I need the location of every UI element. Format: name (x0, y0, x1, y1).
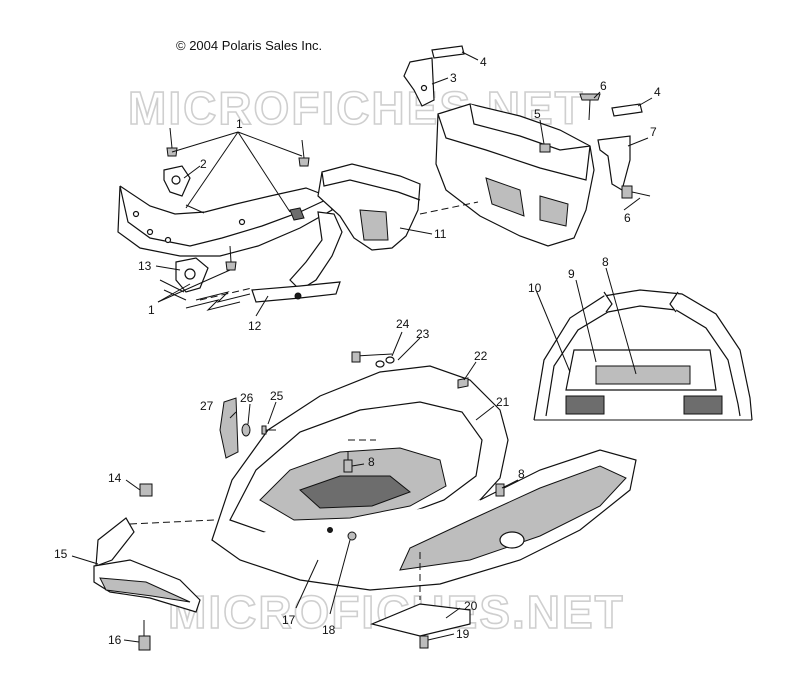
callout-12: 12 (248, 319, 262, 333)
callout-21: 21 (496, 395, 510, 409)
copyright-notice: © 2004 Polaris Sales Inc. (176, 38, 323, 53)
front-frame-assembly (117, 127, 343, 303)
callout-10: 10 (528, 281, 542, 295)
callout-27: 27 (200, 399, 214, 413)
belly-pan-assembly (93, 351, 637, 651)
callout-6-bottom: 6 (624, 211, 631, 225)
callout-9: 9 (568, 267, 575, 281)
callout-8-right: 8 (518, 467, 525, 481)
callout-8-inset: 8 (602, 255, 609, 269)
callout-16: 16 (108, 633, 122, 647)
callout-7: 7 (650, 125, 657, 139)
callout-4-left: 4 (480, 55, 487, 69)
callout-11: 11 (434, 227, 447, 241)
callout-26: 26 (240, 391, 254, 405)
callouts: 1 1 2 3 4 4 5 6 6 7 8 8 8 9 10 11 12 13 … (54, 55, 661, 647)
callout-22: 22 (474, 349, 488, 363)
callout-6-top: 6 (600, 79, 607, 93)
callout-8-center: 8 (368, 455, 375, 469)
callout-2: 2 (200, 157, 207, 171)
callout-17: 17 (282, 613, 296, 627)
callout-20: 20 (464, 599, 478, 613)
callout-23: 23 (416, 327, 430, 341)
callout-1-top: 1 (236, 117, 243, 131)
callout-15: 15 (54, 547, 68, 561)
assembly-lines (129, 201, 479, 600)
callout-13: 13 (138, 259, 152, 273)
callout-5: 5 (534, 107, 541, 121)
callout-18: 18 (322, 623, 336, 637)
front-bulkhead (317, 163, 421, 251)
callout-4-right: 4 (654, 85, 661, 99)
callout-14: 14 (108, 471, 122, 485)
callout-25: 25 (270, 389, 284, 403)
leader-lines (71, 51, 653, 643)
rear-tunnel-structure (403, 45, 651, 247)
inset-rear-view (533, 289, 753, 421)
callout-1-bottom: 1 (148, 303, 155, 317)
callout-24: 24 (396, 317, 410, 331)
callout-3: 3 (450, 71, 457, 85)
callout-19: 19 (456, 627, 470, 641)
